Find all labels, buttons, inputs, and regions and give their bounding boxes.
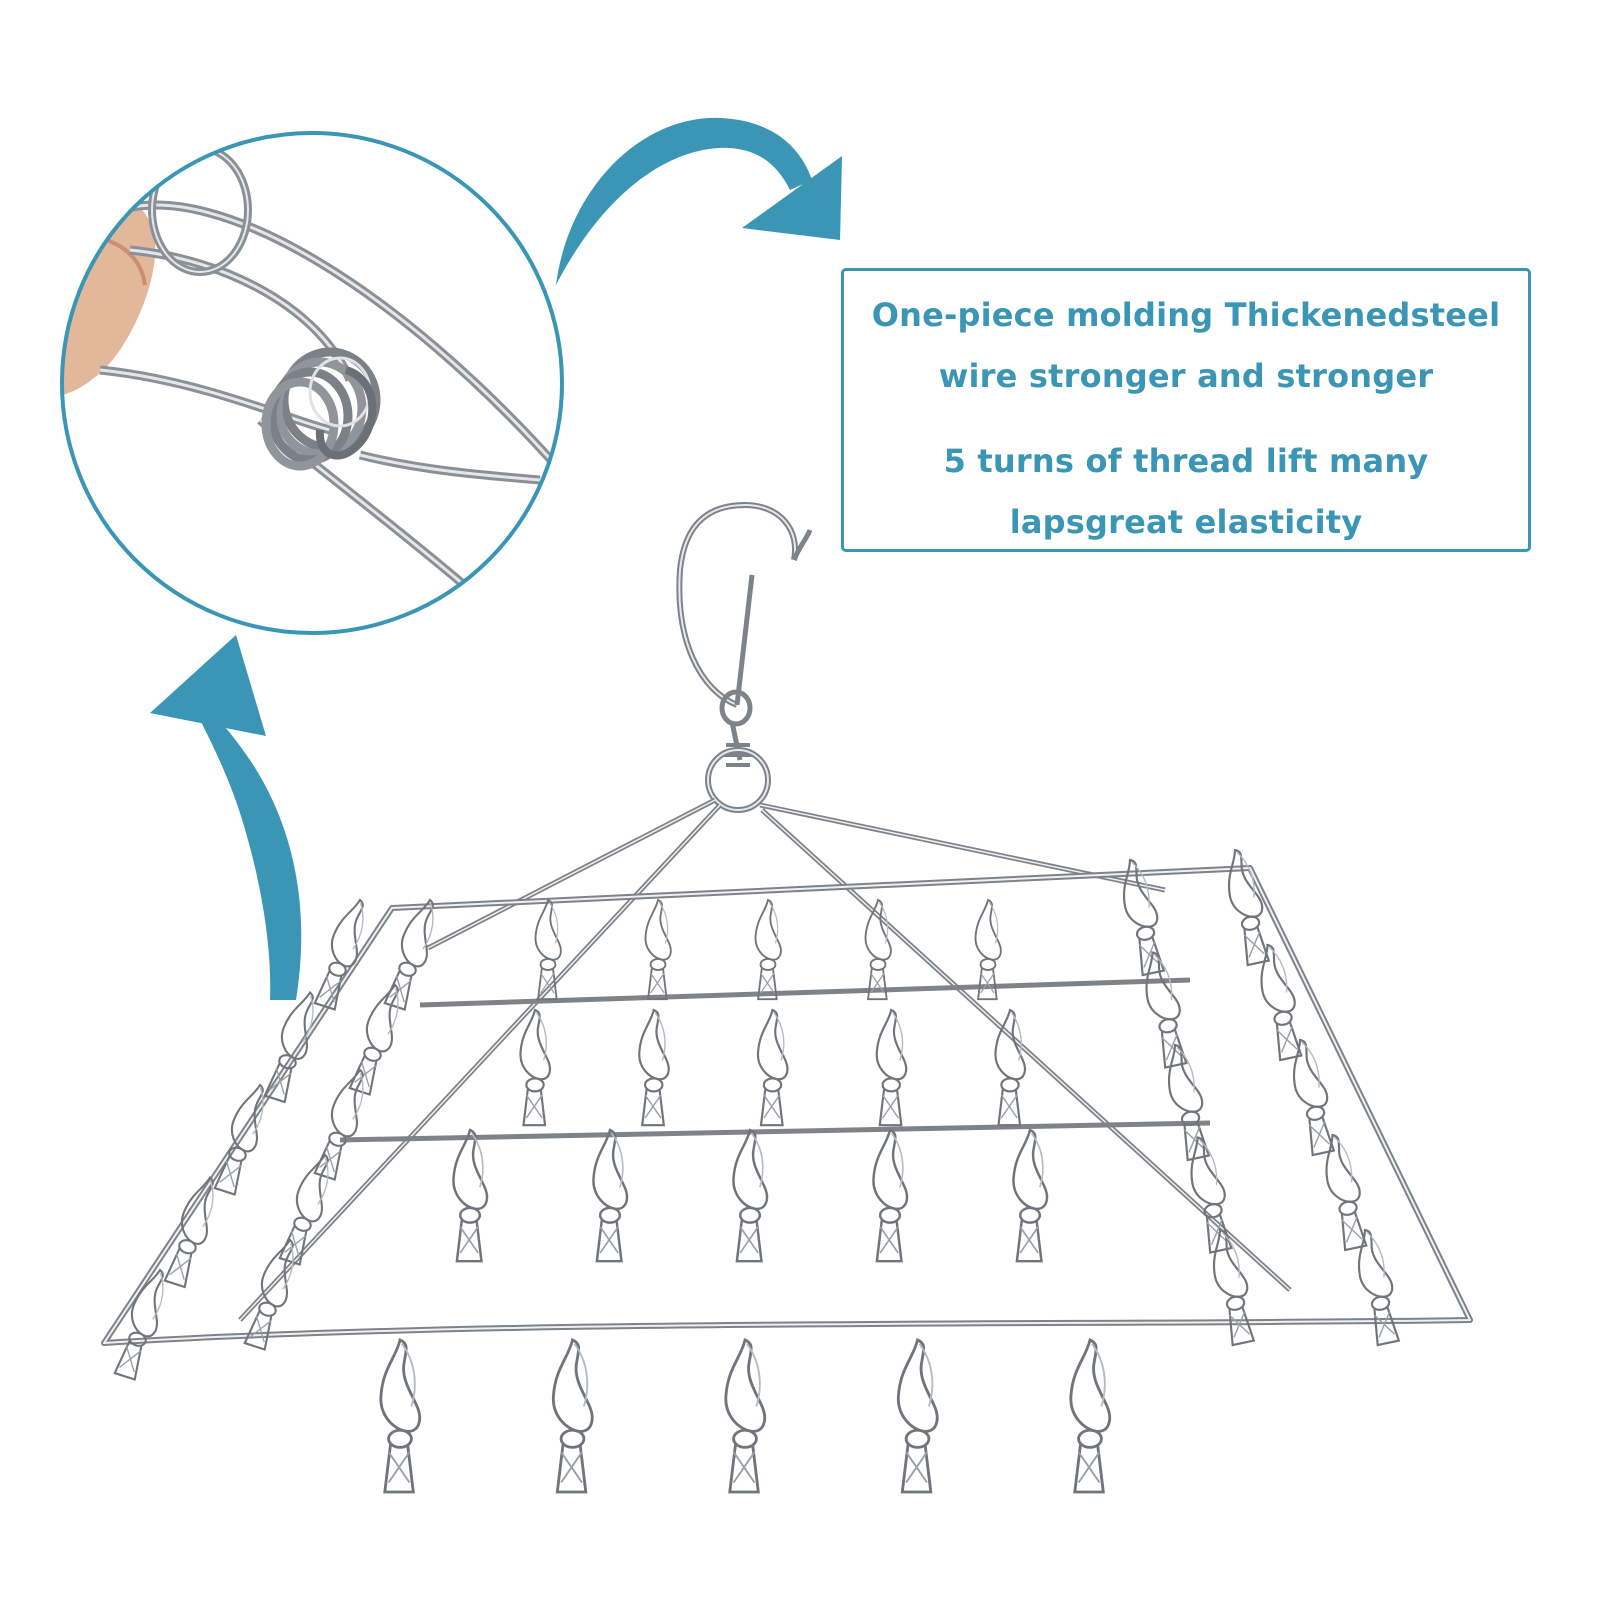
feature-text-line-3: 5 turns of thread lift many — [943, 442, 1429, 480]
clothes-clip-side — [345, 979, 410, 1098]
clothes-clip-side — [1159, 1040, 1215, 1162]
hook-icon — [676, 501, 813, 813]
spring-detail-circle — [60, 131, 564, 635]
clothes-clip-side — [1137, 948, 1193, 1070]
feature-text-line-4: lapsgreat elasticity — [1009, 503, 1363, 541]
spring-coil-icon — [261, 347, 381, 471]
clothes-clip-side — [1284, 1035, 1340, 1157]
arrow-up-icon — [150, 635, 302, 1000]
clothes-clip — [872, 1128, 909, 1263]
arrow-right-icon — [556, 117, 842, 285]
clothes-clip-side — [310, 1064, 375, 1183]
clothes-clip-side — [1349, 1225, 1405, 1347]
clothes-clip — [644, 899, 672, 1001]
clothes-clip-side — [1317, 1130, 1373, 1252]
feature-callout-box: One-piece molding Thickenedsteel wire st… — [841, 268, 1531, 552]
feature-text-line-2: wire stronger and stronger — [938, 357, 1434, 395]
clothes-clip — [519, 1008, 551, 1127]
clothes-clip — [875, 1008, 908, 1127]
clothes-clip-side — [1204, 1225, 1260, 1347]
clothes-clip — [379, 1338, 422, 1494]
clothes-clip — [534, 899, 562, 1001]
clothes-clip — [551, 1338, 594, 1494]
clothes-clip — [592, 1128, 629, 1263]
clothes-clip — [732, 1128, 769, 1263]
clip-hanger-product — [101, 501, 1473, 1494]
clothes-clip — [724, 1338, 767, 1494]
feature-text-line-1: One-piece molding Thickenedsteel — [871, 296, 1501, 334]
clothes-clip-side — [1252, 940, 1308, 1062]
clothes-clip — [452, 1128, 489, 1263]
clothes-clip — [896, 1338, 939, 1494]
clips-group — [110, 845, 1405, 1494]
clothes-clip-side — [160, 1172, 225, 1290]
clothes-clip — [1012, 1128, 1049, 1263]
clothes-clip — [756, 1008, 789, 1127]
clothes-clip — [638, 1008, 670, 1127]
clothes-clip — [1069, 1338, 1112, 1494]
clothes-clip — [754, 899, 782, 1001]
